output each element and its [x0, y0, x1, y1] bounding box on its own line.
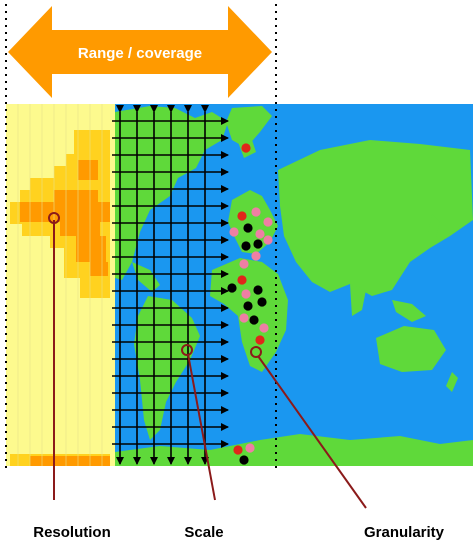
range-coverage-label: Range / coverage: [78, 45, 202, 62]
greenland-land: [226, 106, 272, 148]
granularity-point-marker: [237, 211, 247, 221]
southeast-asia-islands: [392, 300, 426, 322]
granularity-point-markers: [227, 143, 273, 465]
granularity-point-marker: [249, 315, 259, 325]
granularity-point-marker: [229, 227, 239, 237]
granularity-point-marker: [237, 275, 247, 285]
granularity-point-marker: [259, 323, 269, 333]
scale-leader-line: [187, 353, 216, 501]
granularity-point-marker: [263, 235, 273, 245]
double-headed-arrow-icon: Range / coverage: [8, 6, 272, 98]
granularity-point-marker: [241, 241, 251, 251]
granularity-marker-circle-icon: [250, 346, 262, 358]
granularity-point-marker: [245, 443, 255, 453]
granularity-label: Granularity: [364, 524, 445, 540]
asia-land: [278, 140, 473, 296]
granularity-point-marker: [257, 297, 267, 307]
granularity-point-marker: [255, 229, 265, 239]
india-land: [350, 284, 366, 316]
granularity-point-marker: [241, 289, 251, 299]
granularity-point-marker: [227, 283, 237, 293]
granularity-point-marker: [239, 259, 249, 269]
granularity-point-marker: [241, 143, 251, 153]
granularity-point-marker: [239, 455, 249, 465]
granularity-callout: [250, 346, 367, 509]
resolution-label: Resolution: [33, 524, 111, 540]
granularity-point-marker: [253, 285, 263, 295]
granularity-leader-line: [257, 355, 367, 509]
granularity-point-marker: [263, 217, 273, 227]
resolution-callout: [48, 212, 60, 500]
north-america-land: [115, 106, 228, 280]
granularity-point-marker: [255, 335, 265, 345]
japan-land: [428, 214, 440, 238]
scale-callout: [181, 344, 216, 501]
granularity-point-marker: [233, 445, 243, 455]
resolution-raster-band: [6, 104, 115, 466]
granularity-point-marker: [243, 223, 253, 233]
granularity-point-marker: [239, 313, 249, 323]
resolution-marker-circle-icon: [48, 212, 60, 224]
granularity-point-marker: [251, 207, 261, 217]
australia-land: [376, 326, 446, 372]
scale-grid-arrows-icon: [112, 105, 229, 465]
granularity-point-marker: [251, 251, 261, 261]
granularity-point-marker: [253, 239, 263, 249]
scale-label: Scale: [184, 524, 223, 540]
scale-marker-circle-icon: [181, 344, 193, 356]
granularity-point-marker: [243, 301, 253, 311]
new-zealand-land: [446, 372, 458, 392]
